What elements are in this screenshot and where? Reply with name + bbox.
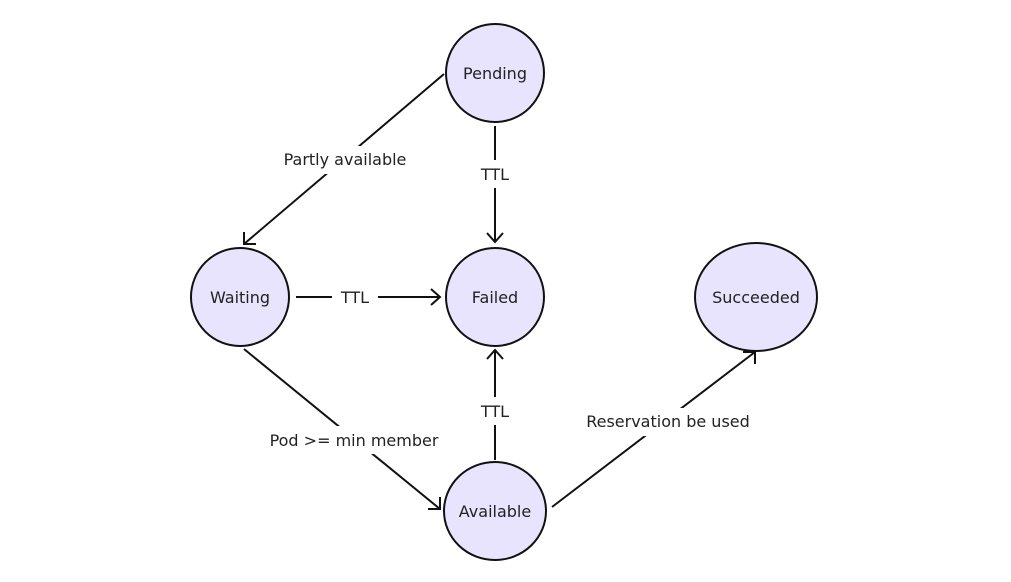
edge-label-pod-min-member: Pod >= min member [270, 431, 439, 450]
edge-label-bg [332, 283, 378, 311]
edge-label-ttl: TTL [340, 288, 369, 307]
edge-waiting-to-available: Pod >= min member [243, 348, 442, 510]
edge-label-bg [474, 160, 516, 188]
arrowhead-icon [743, 351, 756, 364]
node-waiting: Waiting [190, 247, 290, 347]
arrowhead-icon [428, 497, 441, 510]
node-pending: Pending [445, 23, 545, 123]
edge-label-reservation-be-used: Reservation be used [586, 412, 750, 431]
edge-label-bg [266, 426, 442, 454]
edge-waiting-to-failed: TTL [296, 283, 442, 311]
node-label: Pending [463, 64, 527, 83]
edge-label-ttl: TTL [480, 165, 509, 184]
edge-available-to-succeeded: Reservation be used [551, 351, 758, 508]
node-shape [445, 247, 545, 347]
edge-label-bg [474, 397, 516, 425]
edge-available-to-failed: TTL [474, 348, 516, 460]
edge-label-ttl: TTL [480, 402, 509, 421]
edge-pending-to-failed: TTL [474, 126, 516, 244]
edge-label-partly-available: Partly available [284, 150, 407, 169]
node-shape [694, 242, 818, 352]
arrowhead-icon [243, 232, 256, 245]
node-shape [190, 247, 290, 347]
node-label: Available [459, 502, 531, 521]
arrowhead-icon [430, 288, 442, 306]
node-shape [443, 461, 547, 561]
edge-label-bg [578, 408, 758, 436]
node-succeeded: Succeeded [694, 242, 818, 352]
node-available: Available [443, 461, 547, 561]
node-label: Waiting [210, 288, 270, 307]
arrowhead-icon [486, 348, 504, 360]
edge-label-bg [276, 146, 416, 174]
edge-pending-to-waiting: Partly available [243, 73, 445, 245]
arrowhead-icon [486, 232, 504, 244]
node-failed: Failed [445, 247, 545, 347]
node-shape [445, 23, 545, 123]
node-label: Failed [472, 288, 518, 307]
node-label: Succeeded [712, 288, 800, 307]
